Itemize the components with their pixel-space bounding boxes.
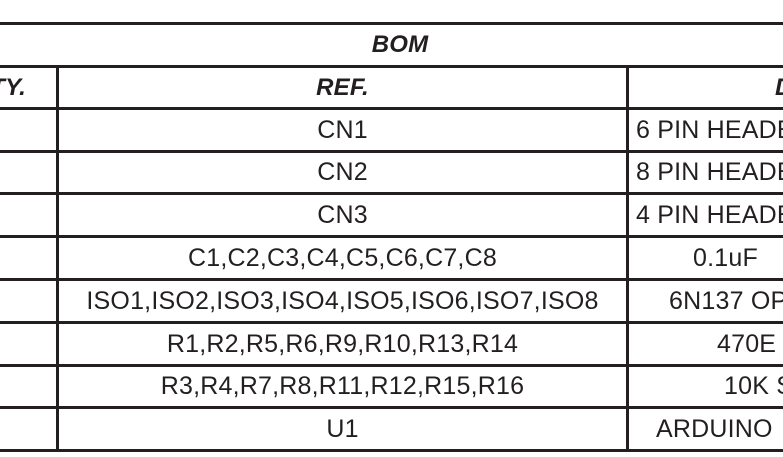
bom-row-description: 0.1uF: [693, 243, 758, 272]
bom-row-description: 4 PIN HEADER: [636, 200, 783, 229]
column-header-ref: REF.: [316, 73, 369, 101]
row-divider: [0, 192, 783, 195]
bom-row-description: 6N137 OPTOCOUPLER: [669, 286, 783, 315]
row-divider: [0, 278, 783, 281]
bom-row-ref: CN1: [317, 115, 368, 144]
bom-row-ref: ISO1,ISO2,ISO3,ISO4,ISO5,ISO6,ISO7,ISO8: [86, 286, 599, 315]
column-divider-ref-desc: [626, 65, 629, 452]
column-divider-qty-ref: [56, 65, 59, 452]
table-border-top: [0, 22, 783, 25]
bom-row-ref: CN3: [317, 200, 368, 229]
bom-title: BOM: [371, 31, 429, 58]
bom-row-description: 6 PIN HEADER: [636, 115, 783, 144]
bom-row-ref: C1,C2,C3,C4,C5,C6,C7,C8: [188, 243, 497, 272]
column-header-qty: QTY.: [0, 73, 26, 101]
bom-row-description: 8 PIN HEADER: [636, 158, 783, 186]
bom-row-ref: R1,R2,R5,R6,R9,R10,R13,R14: [166, 329, 519, 358]
bom-row-description: 470E: [717, 329, 777, 358]
row-divider: [0, 406, 783, 409]
header-divider: [0, 107, 783, 110]
bom-row-ref: CN2: [317, 158, 368, 186]
bom-row-ref: R3,R4,R7,R8,R11,R12,R15,R16: [160, 372, 525, 400]
table-border-bottom: [0, 449, 783, 452]
row-divider: [0, 364, 783, 367]
bom-row-description: 10K SMD: [724, 372, 783, 400]
bom-row-ref: U1: [326, 414, 359, 443]
row-divider: [0, 321, 783, 324]
title-divider: [0, 65, 783, 68]
column-header-description: DESCRIPTION: [629, 68, 783, 107]
row-divider: [0, 150, 783, 153]
row-divider: [0, 235, 783, 238]
bom-row-description: ARDUINO: [656, 414, 773, 443]
